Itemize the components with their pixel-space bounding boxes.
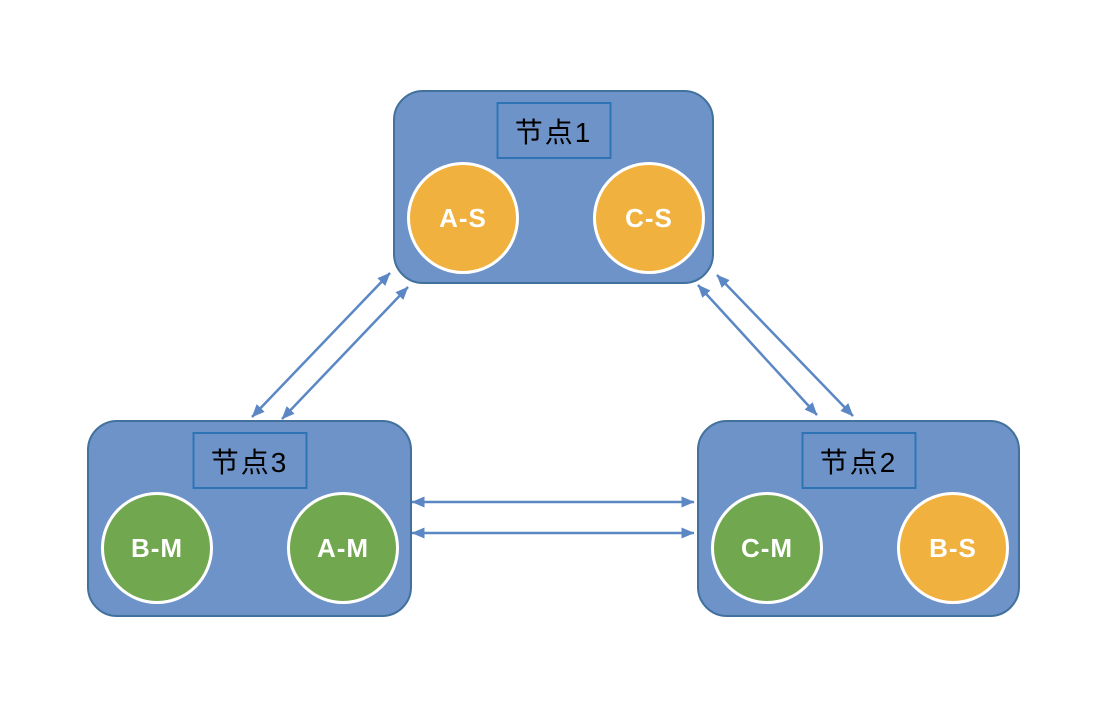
circle-label: C-S <box>625 202 673 233</box>
node-2-circle-b-s: B-S <box>897 492 1009 604</box>
node-3-title-box: 节点3 <box>192 432 307 489</box>
node-1: 节点1 A-S C-S <box>393 90 714 284</box>
connection-node1-node2 <box>716 274 854 417</box>
connection-node3-node1 <box>251 272 391 418</box>
node-1-title-box: 节点1 <box>496 102 611 159</box>
connection-node3-node1 <box>281 286 409 420</box>
connection-node1-node2 <box>697 284 818 416</box>
node-2-circle-c-m: C-M <box>711 492 823 604</box>
circle-label: A-M <box>316 532 370 563</box>
node-1-label: 节点1 <box>514 116 593 148</box>
node-3-circle-b-m: B-M <box>101 492 213 604</box>
node-3: 节点3 B-M A-M <box>87 420 412 617</box>
circle-label: B-M <box>130 532 184 563</box>
circle-label: C-M <box>740 532 794 563</box>
node-3-circle-a-m: A-M <box>287 492 399 604</box>
circle-label: A-S <box>439 202 487 233</box>
node-3-label: 节点3 <box>210 446 289 478</box>
node-1-circle-c-s: C-S <box>593 162 705 274</box>
node-2: 节点2 C-M B-S <box>697 420 1020 617</box>
node-1-circle-a-s: A-S <box>407 162 519 274</box>
circle-label: B-S <box>929 532 977 563</box>
node-2-title-box: 节点2 <box>801 432 916 489</box>
node-2-label: 节点2 <box>819 446 898 478</box>
